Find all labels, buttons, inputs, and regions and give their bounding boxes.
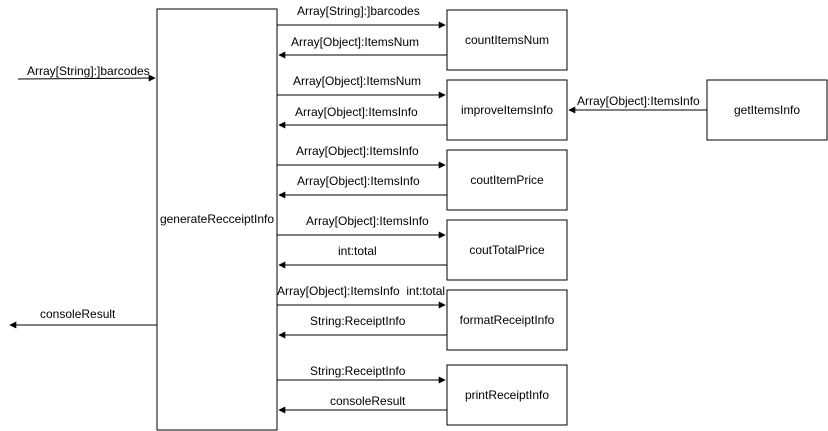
node-label: coutTotalPrice	[469, 243, 545, 257]
edge-from-format-receipt: String:ReceiptInfo	[278, 314, 447, 339]
node-label: improveItemsInfo	[461, 103, 553, 117]
node-cout-item-price[interactable]: coutItemPrice	[446, 149, 568, 211]
edge-label: Array[Object]:ItemsInfo	[297, 174, 420, 188]
edge-label: String:ReceiptInfo	[310, 314, 406, 328]
edge-label: Array[Object]:ItemsInfo	[295, 105, 418, 119]
edge-label: Array[Object]:ItemsNum	[291, 35, 419, 49]
edge-to-improve-items: Array[Object]:ItemsNum	[277, 74, 446, 99]
edge-to-item-price: Array[Object]:ItemsInfo	[277, 144, 446, 169]
edge-label: Array[Object]:ItemsNum	[293, 74, 421, 88]
node-label: generateRecceiptInfo	[160, 212, 274, 226]
node-count-items-num[interactable]: countItemsNum	[446, 9, 568, 71]
edge-label: Array[Object]:ItemsInfo	[306, 214, 429, 228]
edge-label: Array[String]:]barcodes	[297, 4, 420, 18]
edge-label: Array[Object]:ItemsInfo	[577, 94, 700, 108]
node-improve-items-info[interactable]: improveItemsInfo	[446, 79, 568, 141]
node-label: getItemsInfo	[734, 103, 800, 117]
edge-output-result: consoleResult	[9, 307, 157, 329]
edge-from-count-items: Array[Object]:ItemsNum	[278, 35, 447, 59]
node-label: coutItemPrice	[470, 173, 544, 187]
edge-to-total-price: Array[Object]:ItemsInfo	[277, 214, 446, 239]
edge-input-barcodes: Array[String]:]barcodes	[17, 64, 156, 82]
edge-label: consoleResult	[40, 307, 116, 321]
edge-from-improve-items: Array[Object]:ItemsInfo	[278, 105, 447, 129]
edge-label: int:total	[338, 244, 377, 258]
edge-to-format-receipt: Array[Object]:ItemsInfo int:total	[277, 284, 446, 309]
edge-from-get-items: Array[Object]:ItemsInfo	[568, 94, 707, 114]
node-label: formatReceiptInfo	[460, 313, 555, 327]
node-format-receipt-info[interactable]: formatReceiptInfo	[446, 289, 568, 351]
edge-label: consoleResult	[330, 394, 406, 408]
edge-label: String:ReceiptInfo	[310, 364, 406, 378]
node-generate-receipt-info[interactable]: generateRecceiptInfo	[156, 8, 278, 431]
edge-from-print-receipt: consoleResult	[278, 394, 447, 414]
edge-from-total-price: int:total	[278, 244, 447, 269]
edge-label: Array[Object]:ItemsInfo	[296, 144, 419, 158]
node-cout-total-price[interactable]: coutTotalPrice	[446, 219, 568, 281]
edge-label: Array[String]:]barcodes	[27, 64, 150, 78]
edge-to-print-receipt: String:ReceiptInfo	[277, 364, 446, 384]
node-label: countItemsNum	[465, 33, 549, 47]
node-label: printReceiptInfo	[465, 388, 549, 402]
edge-label: Array[Object]:ItemsInfo int:total	[277, 284, 445, 298]
edge-from-item-price: Array[Object]:ItemsInfo	[278, 174, 447, 199]
edge-to-count-items: Array[String]:]barcodes	[277, 4, 446, 29]
node-get-items-info[interactable]: getItemsInfo	[706, 79, 828, 141]
node-print-receipt-info[interactable]: printReceiptInfo	[446, 364, 568, 426]
